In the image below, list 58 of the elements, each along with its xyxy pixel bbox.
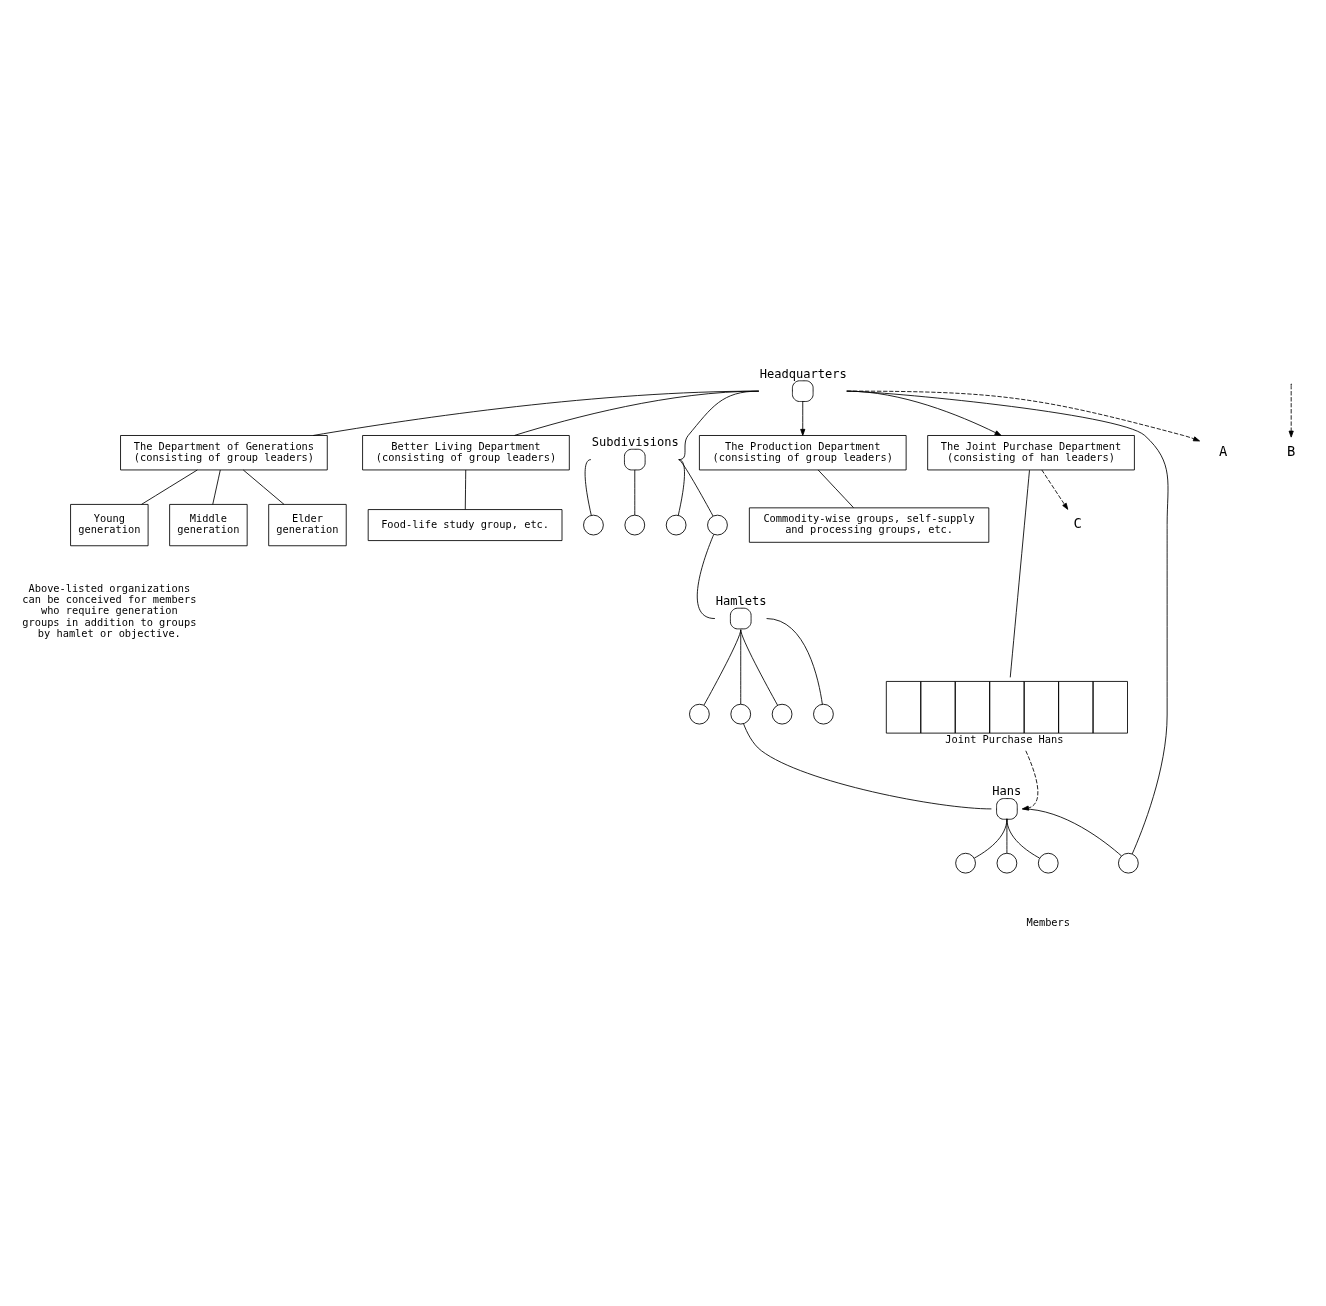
- node-label: Subdivisions: [591, 435, 679, 450]
- node-text: B: [1287, 443, 1296, 459]
- connector: [1006, 818, 1040, 859]
- node-box: Food-life study group, etc.: [367, 509, 563, 541]
- connector: [312, 390, 760, 436]
- node-box: The Production Department (consisting of group leaders): [698, 435, 907, 471]
- label: Members: [1026, 915, 1071, 928]
- node-circle: [955, 852, 976, 874]
- arrow: [846, 390, 1200, 442]
- connector: [1006, 818, 1008, 854]
- connector: [677, 459, 685, 516]
- node-box: The Joint Purchase Department (consisting of han leaders): [927, 435, 1135, 471]
- node-box: Commodity-wise groups, self-supply and processing groups, etc.: [748, 507, 990, 543]
- arrow: [1288, 384, 1294, 438]
- node-circle: [1037, 852, 1059, 874]
- connector: [141, 469, 198, 505]
- node-circle: [689, 703, 710, 725]
- node-label: Hans: [992, 784, 1022, 799]
- node-circle: [624, 514, 646, 536]
- node-label: Headquarters: [759, 366, 847, 381]
- connector: [464, 469, 467, 510]
- connector: [678, 459, 714, 517]
- label: Above-listed organizations can be conceived for members who require generation groups in addition to groups by hamlet or objective.: [22, 581, 197, 639]
- connector: [743, 723, 992, 810]
- connector: [703, 629, 742, 706]
- node-circle: [813, 703, 834, 725]
- node-box: Young generation: [70, 504, 149, 547]
- connector: [584, 459, 592, 516]
- node-circle: [996, 852, 1018, 874]
- node-circle: [707, 514, 728, 536]
- connector: [242, 469, 285, 505]
- node-circle: [1118, 852, 1139, 874]
- node-circle: [730, 703, 752, 725]
- connector: [212, 469, 221, 505]
- node-circle: [583, 514, 604, 536]
- node-circle: [665, 514, 687, 536]
- connector: [1009, 469, 1030, 678]
- connector: [678, 390, 760, 461]
- node-text: A: [1218, 443, 1228, 459]
- connector: [740, 629, 778, 706]
- connector: [817, 469, 854, 509]
- node-circle: [771, 703, 793, 725]
- node-text: C: [1073, 515, 1082, 532]
- node-box: The Department of Generations (consisting of group leaders): [120, 435, 328, 471]
- connector: [696, 534, 716, 619]
- node-box: Elder generation: [268, 504, 347, 547]
- connector: [973, 818, 1008, 859]
- node-label: Joint Purchase Hans: [945, 733, 1064, 746]
- connector: [514, 390, 760, 436]
- node-label: Hamlets: [715, 593, 767, 608]
- connector: [766, 618, 823, 705]
- node-box: Middle generation: [169, 504, 248, 547]
- connector: [634, 469, 636, 516]
- node-box: Better Living Department (consisting of group leaders): [362, 435, 570, 471]
- arrow: [800, 400, 806, 436]
- connector: [740, 629, 742, 705]
- arrow: [1041, 469, 1069, 510]
- arrow: [1022, 750, 1039, 811]
